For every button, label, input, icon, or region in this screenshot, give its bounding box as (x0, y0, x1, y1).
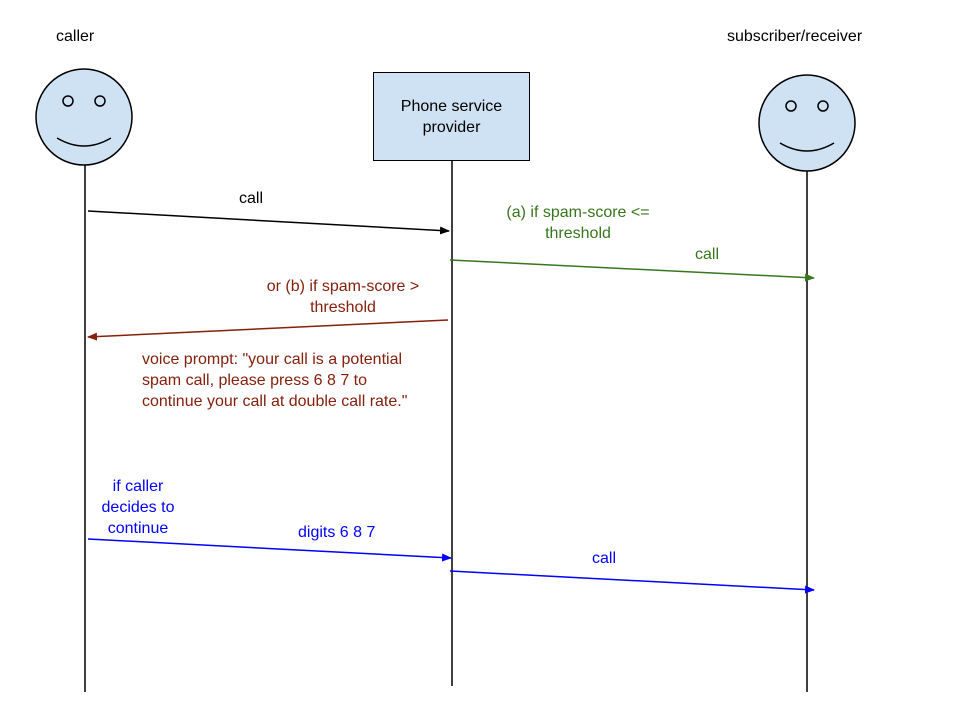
call-arrow-provider-to-receiver-blue (449, 570, 815, 594)
call-label-3: call (592, 550, 617, 567)
call-label-2: call (695, 246, 720, 263)
voice-prompt-label: voice prompt: "your call is a potential … (142, 351, 408, 410)
caller-actor-label: caller (56, 28, 95, 45)
condition-a-label: (a) if spam-score <= threshold (506, 204, 650, 242)
prompt-arrow-provider-to-caller (87, 319, 449, 341)
provider-actor-box: Phone service provider (373, 72, 530, 161)
digits-arrow-caller-to-provider (87, 538, 452, 562)
provider-actor-label: Phone service provider (400, 97, 503, 136)
call-arrow-caller-to-provider (87, 210, 450, 235)
receiver-actor-label: subscriber/receiver (727, 28, 863, 45)
call-arrow-provider-to-receiver-green (449, 259, 815, 282)
receiver-smiley-icon (758, 74, 856, 172)
caller-smiley-icon (35, 68, 133, 166)
caller-decision-label: if caller decides to continue (101, 478, 175, 537)
condition-b-label: or (b) if spam-score > threshold (266, 278, 420, 316)
call-label-1: call (239, 190, 264, 207)
digits-label: digits 6 8 7 (298, 524, 376, 541)
